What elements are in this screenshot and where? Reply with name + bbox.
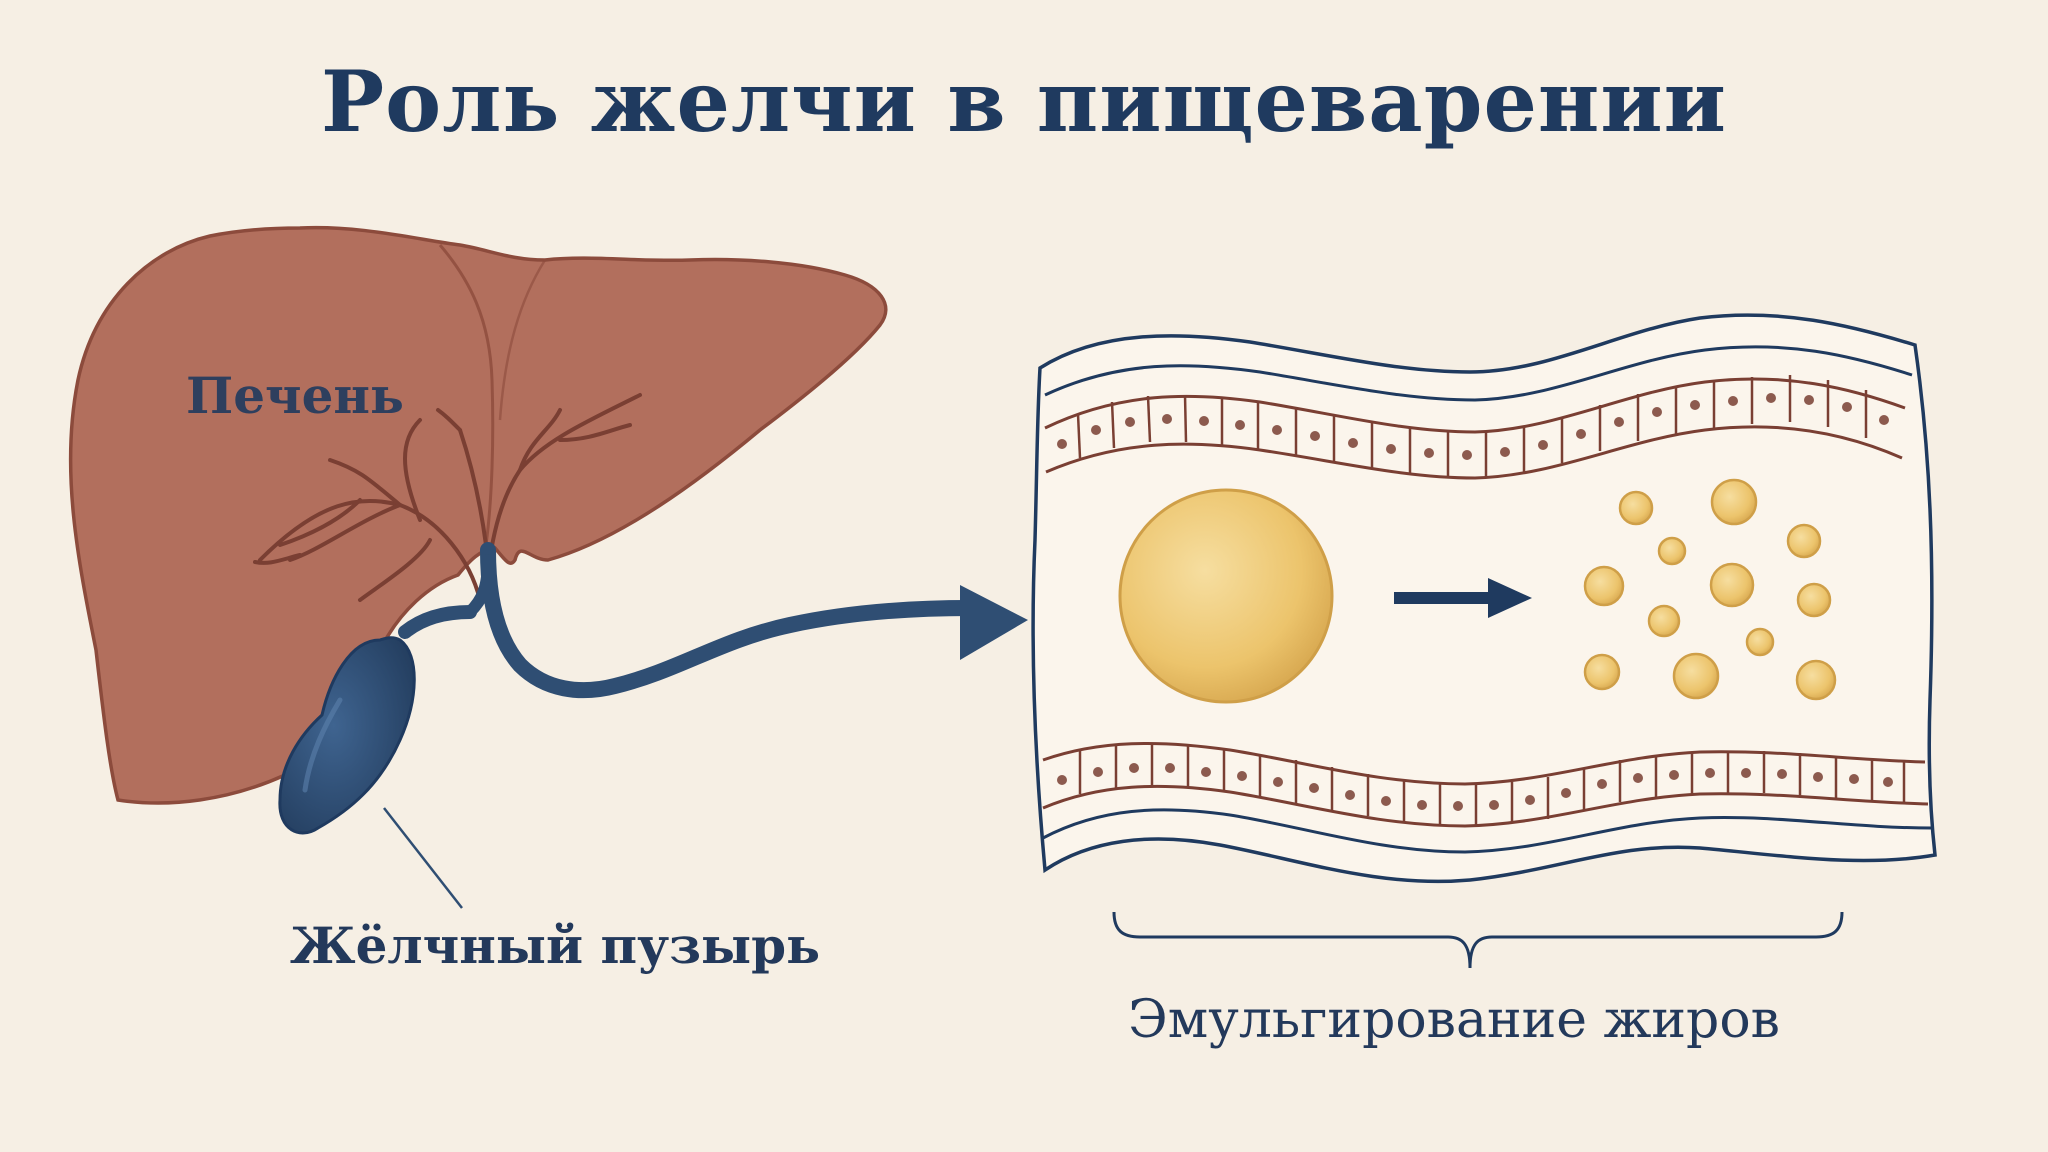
page-title: Роль желчи в пищеварении — [321, 52, 1727, 151]
emulsification-brace — [1112, 911, 1844, 969]
gallbladder-leader-line — [383, 807, 463, 909]
large-fat-droplet — [1118, 488, 1334, 704]
intestinal-epithelium-top — [1044, 375, 1906, 480]
intestine-section — [1031, 313, 1937, 884]
gallbladder-body — [278, 636, 416, 835]
gallbladder-label: Жёлчный пузырь — [290, 916, 821, 975]
cystic-duct — [398, 605, 477, 639]
intestinal-epithelium-bottom — [1042, 741, 1929, 828]
liver-body — [68, 225, 888, 805]
intrahepatic-bile-ducts — [253, 393, 642, 602]
gallbladder — [278, 605, 477, 835]
liver — [68, 225, 888, 805]
bile-flow-arrowhead — [960, 585, 1028, 660]
common-bile-duct — [464, 542, 978, 699]
emulsification-arrow — [1394, 578, 1532, 618]
liver-label: Печень — [186, 366, 404, 425]
emulsification-label: Эмульгирование жиров — [1128, 990, 1780, 1050]
small-fat-droplets — [1583, 478, 1837, 701]
liver-lobe-division — [438, 244, 495, 546]
